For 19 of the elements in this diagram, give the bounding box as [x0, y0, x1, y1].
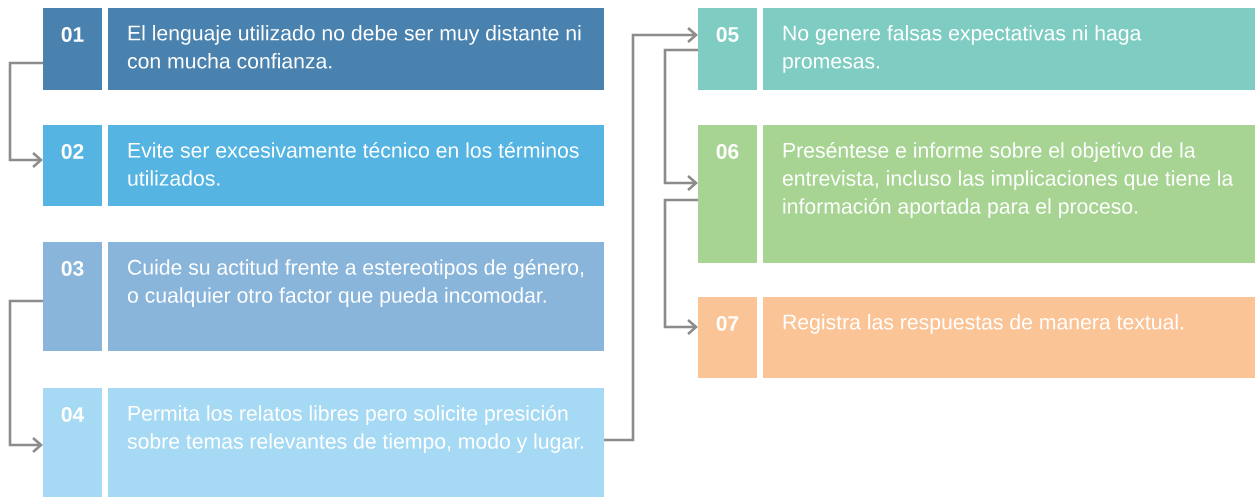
number-box: 01	[43, 8, 102, 90]
connector-arrow	[604, 27, 698, 442]
text-box: Registra las respuestas de manera textual.	[763, 297, 1255, 378]
number-box: 02	[43, 125, 102, 206]
connector-arrow	[8, 299, 43, 453]
text-box: No genere falsas expectativas ni haga promesas.	[763, 8, 1255, 90]
number-box: 07	[698, 297, 757, 378]
text-box: Permita los relatos libres pero solicite presición sobre temas relevantes de tiempo, modo y lugar.	[108, 388, 604, 497]
number-box: 03	[43, 242, 102, 351]
number-box: 04	[43, 388, 102, 497]
text-box: Preséntese e informe sobre el objetivo de la entrevista, incluso las implicaciones que tiene la información aportada para el proceso.	[763, 125, 1255, 263]
number-box: 06	[698, 125, 757, 263]
connector-arrow	[8, 61, 43, 168]
connector-arrow	[663, 48, 698, 191]
text-box: Evite ser excesivamente técnico en los términos utilizados.	[108, 125, 604, 206]
connector-arrow	[663, 198, 698, 335]
number-box: 05	[698, 8, 757, 90]
text-box: El lenguaje utilizado no debe ser muy distante ni con mucha confianza.	[108, 8, 604, 90]
text-box: Cuide su actitud frente a estereotipos de género, o cualquier otro factor que pueda incomodar.	[108, 242, 604, 351]
